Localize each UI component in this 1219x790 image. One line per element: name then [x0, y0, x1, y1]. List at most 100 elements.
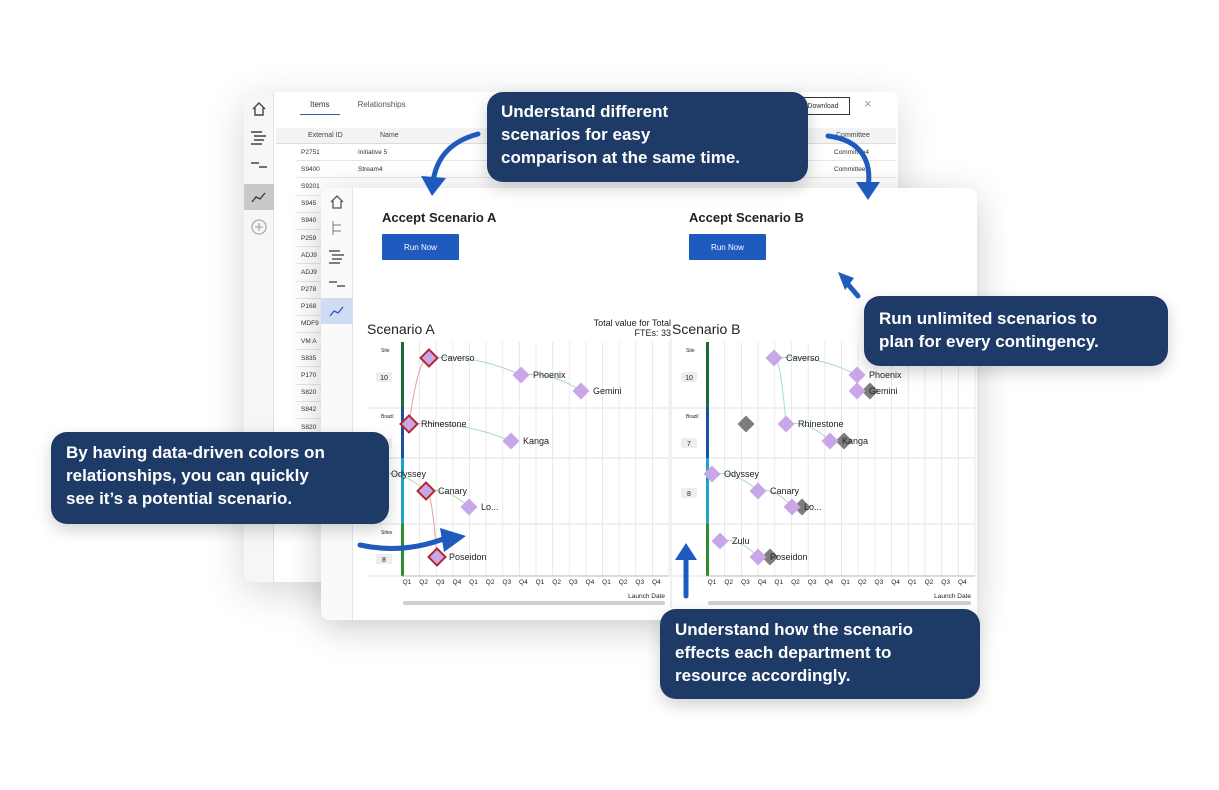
tab-items[interactable]: Items [300, 100, 340, 115]
b-tick-label: Q3 [808, 579, 817, 586]
column-committee[interactable]: Committee [836, 132, 870, 139]
row-external-id: ADJ9 [301, 251, 317, 259]
a-node-marker [460, 498, 478, 516]
b-node-label: Caverso [786, 353, 820, 363]
a-node-label: Kanga [523, 436, 549, 446]
scenario-b-title: Scenario B [672, 321, 741, 337]
a-node-marker [416, 481, 436, 501]
chart-icon[interactable] [321, 298, 353, 324]
a-node-marker [419, 348, 439, 368]
scenario-window: Accept Scenario A Run Now Accept Scenari… [321, 188, 977, 620]
a-relationship-link [408, 422, 512, 442]
b-tick-label: Q1 [774, 579, 783, 586]
b-lane-label: Site [686, 348, 695, 354]
run-now-b-button[interactable]: Run Now [689, 234, 766, 260]
a-tick-label: Q2 [486, 579, 495, 586]
a-tick-label: Q1 [403, 579, 412, 586]
callout-line: scenarios for easy [501, 125, 651, 144]
b-node-label: Zulu [732, 536, 750, 546]
a-lane-value: 10 [380, 375, 388, 382]
row-external-id: S842 [301, 406, 317, 414]
close-icon[interactable]: × [864, 96, 872, 111]
add-icon[interactable] [244, 214, 274, 240]
callout-line: see it’s a potential scenario. [66, 489, 293, 508]
a-node-label: Odyssey [391, 469, 427, 479]
a-node-marker [502, 432, 520, 450]
row-external-id: S820 [301, 389, 317, 397]
timeline-icon[interactable] [321, 270, 353, 298]
b-node-marker [783, 498, 801, 516]
accept-scenario-b-title: Accept Scenario B [689, 210, 804, 225]
tab-relationships[interactable]: Relationships [357, 100, 406, 109]
b-tick-label: Q3 [941, 579, 950, 586]
list-icon[interactable] [244, 124, 274, 150]
b-alt-node-marker [835, 432, 853, 450]
a-node-label: Rhinestone [421, 419, 467, 429]
a-lane-badge [376, 372, 392, 382]
row-external-id: S945 [301, 200, 317, 208]
b-lane-value: 8 [687, 491, 691, 498]
chart-icon[interactable] [244, 184, 274, 210]
b-node-label: Gemini [869, 386, 898, 396]
a-node-label: Caverso [441, 353, 475, 363]
row-external-id: S9201 [301, 182, 320, 190]
b-tick-label: Q1 [841, 579, 850, 586]
b-tick-label: Q2 [791, 579, 800, 586]
b-node-marker [777, 415, 795, 433]
b-lane-bar [706, 524, 709, 576]
a-tick-label: Q2 [419, 579, 428, 586]
b-alt-node-marker [793, 498, 811, 516]
b-tick-label: Q2 [925, 579, 934, 586]
a-node-marker [427, 547, 447, 567]
a-node-label: Canary [438, 486, 468, 496]
b-alt-node-marker [861, 382, 879, 400]
run-now-a-button[interactable]: Run Now [382, 234, 459, 260]
callout-line: comparison at the same time. [501, 148, 741, 167]
row-name: Stream4 [358, 165, 383, 173]
b-node-label: Poseidon [770, 552, 808, 562]
b-lane-badge [681, 438, 697, 448]
timeline-icon[interactable] [244, 152, 274, 178]
accept-scenario-a-title: Accept Scenario A [382, 210, 497, 225]
row-external-id: P259 [301, 234, 317, 242]
list-icon[interactable] [321, 242, 353, 270]
b-relationship-link [773, 357, 787, 425]
callout-compare-scenarios: Understand different scenarios for easy … [487, 92, 808, 182]
home-icon[interactable] [321, 188, 353, 216]
b-node-marker [848, 366, 866, 384]
b-node-marker [749, 482, 767, 500]
callout-data-driven-colors: By having data-driven colors on relation… [51, 432, 389, 524]
callout-line: By having data-driven colors on [66, 443, 325, 462]
a-tick-label: Q1 [536, 579, 545, 586]
row-external-id: P170 [301, 372, 317, 380]
scenario-timelines: Site10Brazil7Sites8Q1Q2Q3Q4Q1Q2Q3Q4Q1Q2Q… [367, 338, 976, 608]
b-tick-label: Q2 [724, 579, 733, 586]
b-tick-label: Q3 [875, 579, 884, 586]
a-lane-label: Sites [381, 530, 393, 536]
b-lane-badge [681, 372, 697, 382]
row-external-id: P278 [301, 286, 317, 294]
home-icon[interactable] [244, 96, 274, 122]
row-external-id: S940 [301, 217, 317, 225]
hierarchy-icon[interactable] [321, 214, 353, 242]
a-lane-value: 8 [382, 557, 386, 564]
a-tick-label: Q3 [436, 579, 445, 586]
b-lane-value: 7 [687, 441, 691, 448]
a-node-label: Gemini [593, 386, 622, 396]
b-alt-node-marker [761, 548, 779, 566]
b-node-label: Odyssey [724, 469, 760, 479]
callout-line: relationships, you can quickly [66, 466, 309, 485]
a-node-marker [512, 366, 530, 384]
column-external-id[interactable]: External ID [308, 132, 343, 139]
a-tick-label: Q4 [652, 579, 661, 586]
a-node-marker [399, 414, 419, 434]
callout-line: effects each department to [675, 643, 892, 662]
b-node-marker [711, 532, 729, 550]
row-name: Initiative 5 [358, 148, 388, 156]
a-node-label: Lo... [481, 502, 499, 512]
b-node-label: Rhinestone [798, 419, 844, 429]
b-node-marker [848, 382, 866, 400]
b-lane-value: 10 [685, 375, 693, 382]
column-name[interactable]: Name [380, 132, 399, 139]
row-external-id: P168 [301, 303, 317, 311]
